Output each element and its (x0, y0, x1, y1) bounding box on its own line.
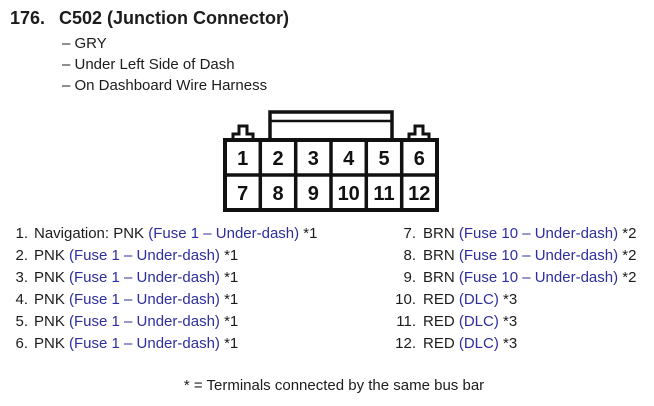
pin-row-1: 1. Navigation: PNK (Fuse 1 – Under-dash) … (10, 223, 318, 245)
wire-color-text: PNK (34, 269, 70, 286)
pin-row-12: 12. RED (DLC) *3 (394, 333, 636, 355)
wire-color-text: PNK (34, 291, 70, 308)
wire-color-text: PNK (34, 335, 70, 352)
page-title: C502 (Junction Connector) (59, 8, 290, 28)
pin-number: 5. (15, 313, 28, 330)
pin-number: 4. (15, 291, 28, 308)
busbar-ref: *2 (618, 225, 637, 242)
connector-pin-6: 6 (414, 148, 425, 170)
pin-text: RED (DLC) *3 (423, 289, 517, 311)
wire-color-text: PNK (34, 247, 70, 264)
wire-color-text: RED (423, 313, 459, 330)
connector-pin-7: 7 (237, 183, 248, 205)
connector-pin-1: 1 (237, 148, 248, 170)
busbar-ref: *3 (498, 313, 518, 330)
pin-row-7: 7. BRN (Fuse 10 – Under-dash) *2 (394, 223, 636, 245)
detail-location: – Under Left Side of Dash (62, 56, 235, 73)
fuse-link[interactable]: (Fuse 10 – Under-dash) (458, 247, 619, 264)
connector-pin-2: 2 (272, 148, 283, 170)
pin-row-9: 9. BRN (Fuse 10 – Under-dash) *2 (394, 267, 636, 289)
dlc-link[interactable]: (DLC) (458, 291, 499, 308)
busbar-ref: *1 (299, 225, 318, 242)
fuse-link[interactable]: (Fuse 10 – Under-dash) (458, 225, 619, 242)
wire-color-text: BRN (423, 225, 459, 242)
connector-pin-10: 10 (338, 183, 360, 205)
pin-row-4: 4. PNK (Fuse 1 – Under-dash) *1 (10, 289, 318, 311)
pin-number: 6. (15, 335, 28, 352)
wire-color-text: BRN (423, 269, 459, 286)
connector-pin-4: 4 (343, 148, 355, 170)
connector-pin-numbers: 1 2 3 4 5 6 7 8 9 10 11 12 (237, 148, 430, 205)
busbar-ref: *3 (498, 335, 518, 352)
page-title-row: 176. C502 (Junction Connector) (10, 7, 289, 29)
fuse-link[interactable]: (Fuse 1 – Under-dash) (69, 313, 220, 330)
wire-color-text: RED (423, 291, 459, 308)
dlc-link[interactable]: (DLC) (458, 313, 499, 330)
pin-row-2: 2. PNK (Fuse 1 – Under-dash) *1 (10, 245, 318, 267)
connector-pin-8: 8 (272, 183, 283, 205)
pin-number: 12. (395, 335, 416, 352)
connector-details: – GRY – Under Left Side of Dash – On Das… (62, 33, 267, 96)
connector-latch-tab (268, 110, 394, 142)
connector-pin-3: 3 (308, 148, 319, 170)
pin-text: PNK (Fuse 1 – Under-dash) *1 (34, 245, 238, 267)
pin-list-left: 1. Navigation: PNK (Fuse 1 – Under-dash) … (10, 223, 318, 355)
pin-row-6: 6. PNK (Fuse 1 – Under-dash) *1 (10, 333, 318, 355)
dlc-link[interactable]: (DLC) (458, 335, 499, 352)
pin-text: RED (DLC) *3 (423, 311, 517, 333)
fuse-link[interactable]: (Fuse 1 – Under-dash) (69, 269, 220, 286)
pin-text: BRN (Fuse 10 – Under-dash) *2 (423, 223, 636, 245)
pin-text: Navigation: PNK (Fuse 1 – Under-dash) *1 (34, 223, 318, 245)
pin-row-8: 8. BRN (Fuse 10 – Under-dash) *2 (394, 245, 636, 267)
busbar-ref: *1 (219, 335, 239, 352)
busbar-ref: *1 (219, 313, 239, 330)
wire-color-text: Navigation: PNK (34, 225, 149, 242)
fuse-link[interactable]: (Fuse 10 – Under-dash) (458, 269, 619, 286)
busbar-ref: *2 (618, 269, 637, 286)
connector-pin-12: 12 (408, 183, 430, 205)
pin-number: 11. (396, 313, 416, 330)
detail-harness: – On Dashboard Wire Harness (62, 77, 268, 94)
pin-row-10: 10. RED (DLC) *3 (394, 289, 636, 311)
fuse-link[interactable]: (Fuse 1 – Under-dash) (69, 247, 220, 264)
pin-text: RED (DLC) *3 (423, 333, 517, 355)
pin-number: 7. (403, 225, 416, 242)
pin-text: BRN (Fuse 10 – Under-dash) *2 (423, 245, 636, 267)
pin-number: 1. (15, 225, 28, 242)
pin-text: PNK (Fuse 1 – Under-dash) *1 (34, 333, 238, 355)
pin-number: 8. (403, 247, 416, 264)
wire-color-text: BRN (423, 247, 459, 264)
pin-text: PNK (Fuse 1 – Under-dash) *1 (34, 311, 238, 333)
connector-pin-11: 11 (373, 183, 394, 205)
connector-grid (225, 140, 437, 210)
pin-list-right: 7. BRN (Fuse 10 – Under-dash) *2 8. BRN (F… (394, 223, 636, 355)
pin-number: 3. (15, 269, 28, 286)
pin-number: 9. (403, 269, 416, 286)
fuse-link[interactable]: (Fuse 1 – Under-dash) (69, 291, 220, 308)
wire-color-text: PNK (34, 313, 70, 330)
busbar-ref: *1 (219, 247, 239, 264)
pin-row-3: 3. PNK (Fuse 1 – Under-dash) *1 (10, 267, 318, 289)
pin-number: 2. (15, 247, 28, 264)
busbar-ref: *3 (498, 291, 518, 308)
pin-text: PNK (Fuse 1 – Under-dash) *1 (34, 289, 238, 311)
pin-row-5: 5. PNK (Fuse 1 – Under-dash) *1 (10, 311, 318, 333)
pin-text: BRN (Fuse 10 – Under-dash) *2 (423, 267, 636, 289)
pin-number: 10. (395, 291, 416, 308)
busbar-footnote: * = Terminals connected by the same bus … (183, 377, 485, 394)
pin-text: PNK (Fuse 1 – Under-dash) *1 (34, 267, 238, 289)
fuse-link[interactable]: (Fuse 1 – Under-dash) (148, 225, 300, 242)
connector-pin-5: 5 (378, 148, 389, 170)
pin-row-11: 11. RED (DLC) *3 (394, 311, 636, 333)
connector-pin-9: 9 (308, 183, 319, 205)
detail-color: – GRY (62, 35, 107, 52)
busbar-ref: *2 (618, 247, 637, 264)
busbar-ref: *1 (219, 291, 239, 308)
wire-color-text: RED (423, 335, 459, 352)
item-number: 176. (10, 8, 46, 28)
fuse-link[interactable]: (Fuse 1 – Under-dash) (69, 335, 220, 352)
connector-diagram: 1 2 3 4 5 6 7 8 9 10 11 12 (218, 100, 444, 214)
connector-diagram-svg: 1 2 3 4 5 6 7 8 9 10 11 12 (223, 110, 439, 212)
busbar-ref: *1 (219, 269, 239, 286)
